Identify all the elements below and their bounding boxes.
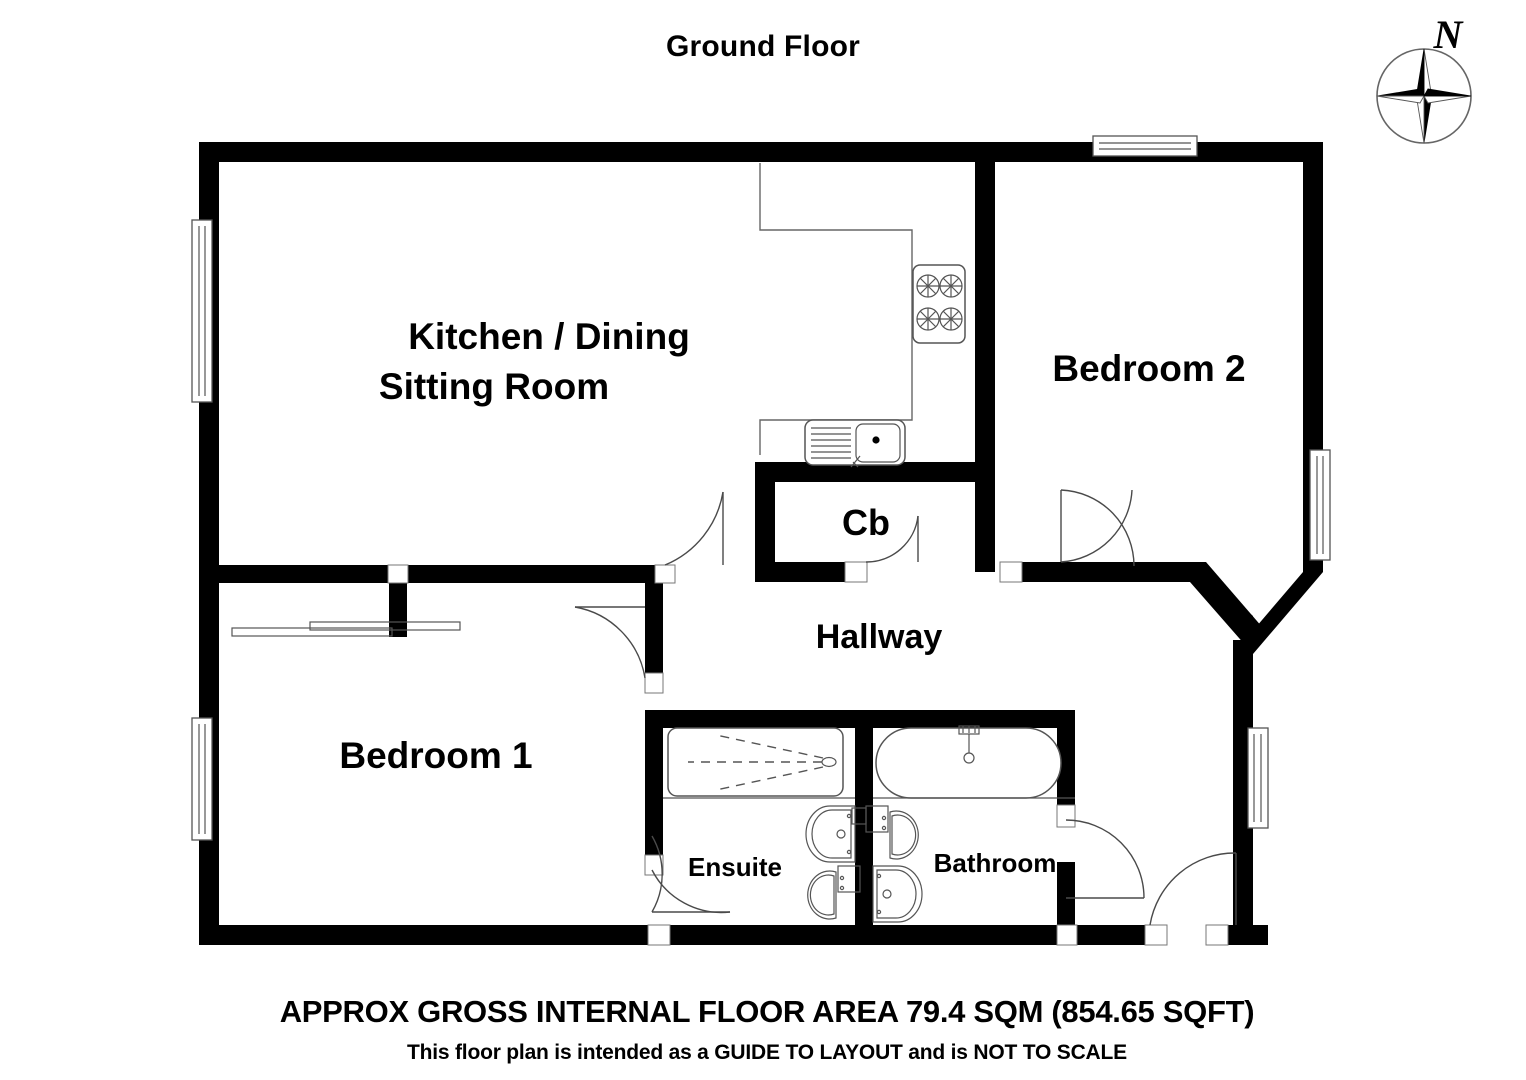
door-bedroom2 (999, 489, 1135, 583)
north-label: N (1433, 12, 1465, 57)
door-hallway-left (387, 564, 409, 584)
door-entrance (1144, 852, 1237, 946)
hob-burner (939, 274, 963, 298)
door-kitchen-hallway (654, 491, 724, 584)
door-bedroom1 (574, 606, 664, 694)
basin-icon-bathroom (872, 865, 923, 923)
toilet-icon-ensuite (807, 865, 861, 920)
disclaimer-text: This floor plan is intended as a GUIDE T… (407, 1041, 1127, 1064)
room-label-kitchen-line2: Sitting Room (379, 366, 609, 407)
window-hallway-right (1247, 727, 1269, 829)
room-label-bedroom1: Bedroom 1 (339, 735, 532, 776)
bathtub-icon (873, 725, 1075, 799)
walls-group (199, 142, 1323, 945)
window-bedroom2-right (1309, 449, 1331, 561)
toilet-icon-bathroom (865, 805, 919, 860)
door-bathroom (1056, 804, 1145, 946)
wardrobe-icon (231, 621, 461, 637)
page-title: Ground Floor (666, 30, 860, 63)
door-cupboard (844, 515, 919, 583)
room-label-cupboard: Cb (842, 502, 890, 543)
window-bedroom1-left (191, 717, 213, 841)
room-label-kitchen-line1: Kitchen / Dining (408, 316, 690, 357)
shower-tray-icon (663, 727, 855, 799)
room-label-ensuite: Ensuite (688, 852, 782, 882)
hob-burner (939, 307, 963, 331)
window-bedroom2-top (1092, 135, 1198, 157)
sink-icon (804, 419, 906, 468)
doors-group (387, 489, 1237, 946)
windows-group (191, 135, 1331, 841)
kitchen-counter (759, 163, 913, 455)
hob-icon (912, 264, 966, 344)
hob-burner (916, 307, 940, 331)
door-ensuite (644, 835, 731, 946)
room-label-bedroom2: Bedroom 2 (1052, 348, 1245, 389)
basin-icon-ensuite (805, 805, 867, 863)
room-label-hallway: Hallway (816, 618, 943, 656)
window-kitchen-left (191, 219, 213, 403)
floor-area-text: APPROX GROSS INTERNAL FLOOR AREA 79.4 SQ… (280, 994, 1255, 1029)
room-label-bathroom: Bathroom (934, 848, 1057, 878)
compass-rose-icon (1376, 48, 1472, 144)
hob-burner (916, 274, 940, 298)
